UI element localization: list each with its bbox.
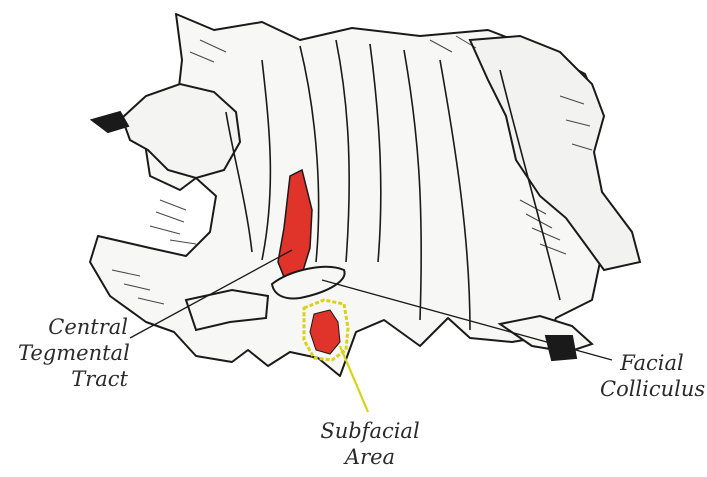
label-central-tegmental-tract: Central Tegmental Tract — [18, 314, 128, 392]
label-line: Facial — [600, 350, 704, 376]
label-line: Tract — [18, 366, 128, 392]
label-facial-colliculus: Facial Colliculus — [600, 350, 704, 402]
upper-left-lobe — [92, 84, 240, 178]
label-line: Area — [300, 444, 440, 470]
label-line: Subfacial — [300, 418, 440, 444]
label-subfacial-area: Subfacial Area — [300, 418, 440, 470]
leader-line-subfacial-area — [340, 346, 368, 412]
label-line: Colliculus — [600, 376, 704, 402]
label-line: Tegmental — [18, 340, 128, 366]
label-line: Central — [18, 314, 128, 340]
